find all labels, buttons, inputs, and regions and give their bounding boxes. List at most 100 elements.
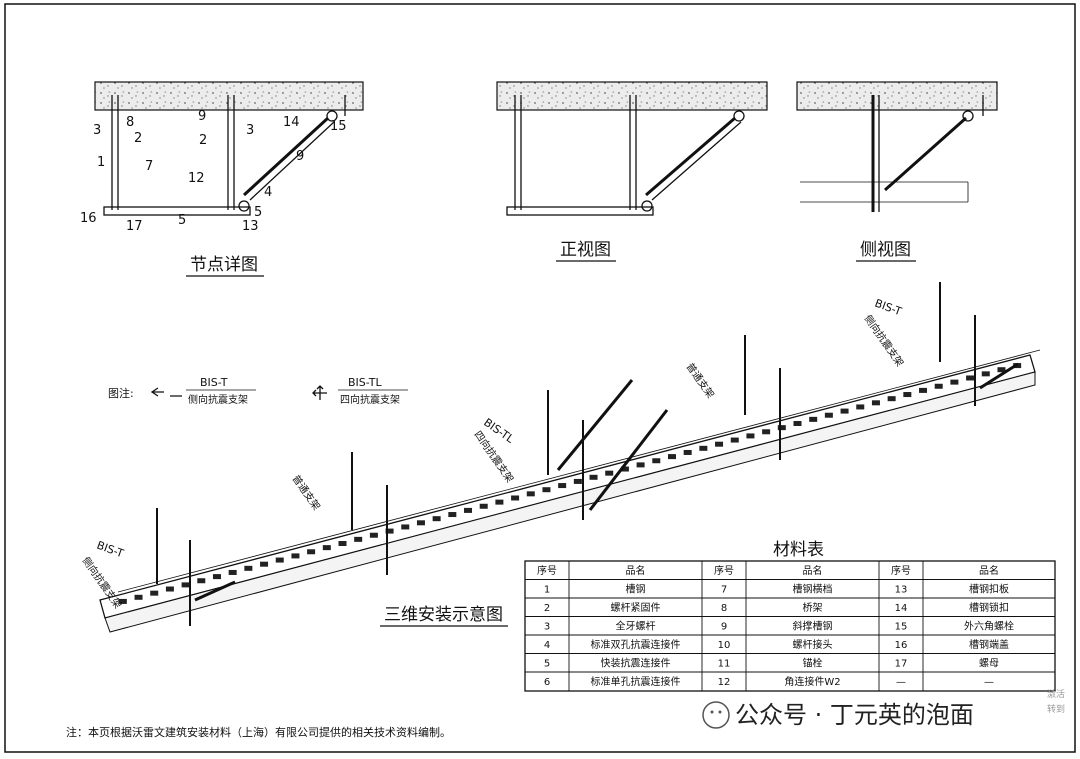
tray-rung: [667, 454, 676, 460]
table-cell: 4: [544, 640, 550, 651]
front-view: 正视图: [496, 81, 768, 262]
tray-rung: [856, 404, 865, 410]
tray-rung: [699, 445, 708, 451]
tray-rung: [369, 532, 378, 538]
tray-rung: [558, 483, 567, 489]
tray-rung: [479, 503, 488, 509]
table-cell: 6: [544, 677, 550, 688]
tray-rung: [950, 379, 959, 385]
label-ordinary-1: 普通支架: [290, 472, 324, 512]
tray-rung: [134, 594, 143, 600]
side-brace-arrow-icon: [150, 387, 182, 397]
callout-10: 8: [126, 115, 134, 130]
tray-rung: [165, 586, 174, 592]
callout-15: 15: [330, 119, 347, 134]
table-cell: 全牙螺杆: [616, 620, 656, 633]
tray-rungs: [118, 363, 1022, 604]
tray-rung: [746, 433, 755, 439]
tray-rung: [730, 437, 739, 443]
callout-7: 5: [178, 213, 186, 228]
legend-item1-desc: 侧向抗震支架: [188, 393, 248, 406]
tray-rung: [683, 449, 692, 455]
tray-rung: [966, 375, 975, 381]
node-detail-view: 3 8 2 1 7 16 17 5 9 2 3 14 9 12 4 5 13 1…: [80, 81, 364, 277]
side-view: 侧视图: [796, 81, 998, 262]
watermark: 公众号 · 丁元英的泡面 激活 转到: [702, 688, 1065, 729]
legend-item2-desc: 四向抗震支架: [340, 393, 400, 406]
table-cell: 槽钢锁扣: [969, 601, 1009, 614]
tray-rung: [416, 520, 425, 526]
table-cell: 1: [544, 585, 550, 596]
tray-rung: [652, 458, 661, 464]
tray-rung: [448, 512, 457, 518]
table-header-cell: 品名: [626, 564, 646, 577]
callout-16: 16: [80, 211, 97, 226]
callout-3: 3: [93, 123, 101, 138]
table-cell: 3: [544, 622, 550, 633]
label-side-brace-right: 侧向抗震支架: [862, 312, 907, 369]
table-cell: 5: [544, 659, 550, 670]
legend-item2-code: BIS-TL: [348, 376, 382, 389]
tray-rung: [620, 466, 629, 472]
table-cell: 12: [718, 677, 731, 688]
table-header-cell: 序号: [891, 564, 911, 577]
side-view-title: 侧视图: [860, 240, 911, 260]
table-cell: 螺杆紧固件: [611, 602, 661, 614]
tag-bis-t-right: BIS-T: [873, 297, 904, 319]
tray-rung: [526, 491, 535, 497]
table-cell: 螺杆接头: [793, 638, 833, 651]
tray-rung: [589, 474, 598, 480]
table-cell: 锚栓: [803, 657, 823, 670]
callout-12: 12: [188, 171, 205, 186]
table-header-cell: 序号: [714, 564, 734, 577]
tray-rung: [981, 371, 990, 377]
callout-17: 17: [126, 219, 143, 234]
tray-rung: [715, 441, 724, 447]
legend-item1-code: BIS-T: [200, 376, 228, 389]
tag-bis-t-left: BIS-T: [95, 539, 126, 561]
drawing-frame: [4, 3, 1076, 753]
four-way-arrow-icon: [312, 385, 327, 400]
tray-rung: [354, 536, 363, 542]
watermark-corner2: 转到: [1047, 703, 1065, 715]
table-cell: 9: [721, 622, 727, 633]
tray-rung: [793, 421, 802, 426]
tray-rung: [824, 412, 833, 418]
watermark-text: 公众号 · 丁元英的泡面: [735, 701, 974, 729]
tray-rung: [150, 590, 159, 596]
table-cell: 15: [895, 622, 908, 633]
table-cell: 槽钢横档: [793, 583, 833, 596]
tray-rung: [181, 582, 190, 588]
watermark-corner1: 激活: [1047, 688, 1065, 700]
tray-rung: [338, 541, 347, 546]
callout-4: 4: [264, 185, 272, 200]
concrete-slab: [496, 81, 768, 111]
table-cell: 槽钢: [626, 583, 646, 596]
table-cell: 标准双孔抗震连接件: [591, 638, 681, 651]
table-header-cell: 序号: [537, 564, 557, 577]
isometric-title: 三维安装示意图: [384, 605, 503, 625]
label-ordinary-2: 普通支架: [684, 360, 718, 400]
tray-rung: [322, 545, 331, 551]
tray-rung: [291, 553, 300, 559]
table-cell: —: [984, 677, 994, 688]
tray-rung: [275, 557, 284, 563]
callout-9: 9: [296, 149, 304, 164]
front-view-title: 正视图: [560, 240, 611, 260]
table-cell: 外六角螺栓: [964, 620, 1014, 633]
table-cell: 桥架: [803, 602, 823, 614]
callout-5: 5: [254, 205, 262, 220]
concrete-slab: [796, 81, 998, 111]
tray-rung: [605, 470, 614, 476]
tray-rung: [871, 400, 880, 406]
table-cell: 槽钢扣板: [969, 583, 1009, 596]
tray-rung: [464, 507, 473, 513]
callout-2b: 2: [199, 133, 207, 148]
wechat-icon: [702, 701, 730, 729]
tray-rung: [495, 499, 504, 505]
callout-1: 1: [97, 155, 105, 170]
footnote: 注：本页根据沃雷文建筑安装材料（上海）有限公司提供的相关技术资料编制。: [66, 725, 451, 739]
tray-rung: [887, 396, 896, 402]
